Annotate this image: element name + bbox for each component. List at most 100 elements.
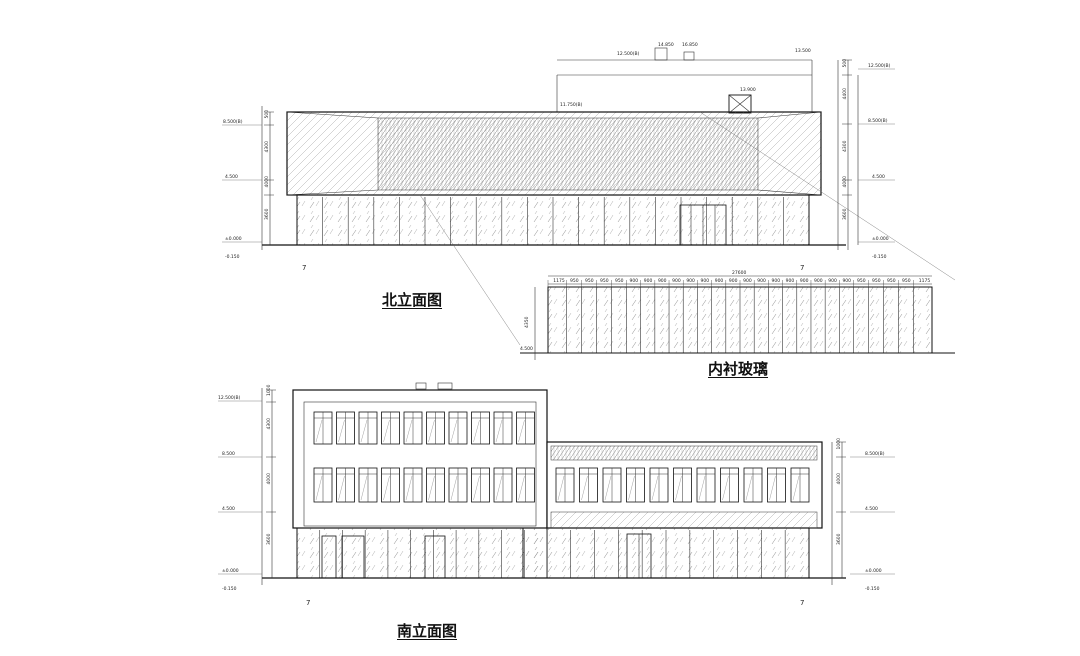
south-level-right-2: 4.500: [865, 506, 878, 512]
dimension-label: 4300: [842, 140, 848, 152]
window-hatch: [769, 475, 776, 501]
north-axis-mark-right: 7: [800, 264, 804, 272]
glass-segment-dim: 950: [857, 278, 866, 284]
south-level-left-5: -0.150: [222, 586, 237, 592]
window-hatch: [405, 475, 413, 501]
north-level-left-3: ±0.000: [225, 236, 242, 242]
glass-segment-dim: 900: [771, 278, 780, 284]
glass-segment-dim: 900: [686, 278, 695, 284]
window-hatch: [745, 475, 753, 501]
south-level-left-4: ±0.000: [222, 568, 239, 574]
glass-segment-dim: 900: [786, 278, 795, 284]
window-hatch: [651, 475, 659, 501]
dimension-label: 500: [264, 110, 270, 119]
window-hatch: [338, 475, 345, 501]
north-axis-mark-left: 7: [302, 264, 306, 272]
window-hatch: [473, 475, 480, 501]
window-hatch: [557, 475, 565, 501]
north-level-right-3: 4.500: [872, 174, 885, 180]
window-hatch: [428, 419, 435, 443]
north-top-label-4: 13.500: [795, 48, 811, 54]
north-level-right-4: ±0.000: [872, 236, 889, 242]
dimension-label: 3600: [264, 208, 270, 220]
glass-segment-dim: 950: [902, 278, 911, 284]
window-hatch: [315, 475, 323, 501]
window-hatch: [428, 475, 435, 501]
window-hatch: [604, 475, 612, 501]
south-glass-left: [296, 527, 548, 579]
north-level-right-5: -0.150: [872, 254, 887, 260]
glass-segment-dim: 950: [615, 278, 624, 284]
dimension-label: 1000: [836, 438, 842, 450]
window-hatch: [581, 475, 588, 501]
glass-segment-dim: 900: [828, 278, 837, 284]
window-hatch: [338, 419, 345, 443]
dimension-label: 3600: [836, 533, 842, 545]
glass-segment-dim: 1175: [919, 278, 931, 284]
glass-segment-dim: 900: [814, 278, 823, 284]
window-hatch: [495, 419, 503, 443]
south-level-left-2: 8.500: [222, 451, 235, 457]
north-top-label-5: 13.900: [740, 87, 756, 93]
window-hatch: [628, 475, 635, 501]
dimension-label: 4000: [264, 176, 270, 188]
north-level-left-4: -0.150: [225, 254, 240, 260]
north-top-label-3: 12.500(B): [617, 51, 640, 57]
south-tall-block: [292, 389, 548, 529]
glass-segment-dim: 950: [872, 278, 881, 284]
window-hatch: [383, 475, 390, 501]
glass-segment-dim: 900: [743, 278, 752, 284]
window-hatch: [792, 475, 800, 501]
glass-segment-dim: 900: [701, 278, 710, 284]
north-top-label-6: 11.750(B): [560, 102, 583, 108]
window-hatch: [315, 419, 323, 443]
glass-detail-title: 内衬玻璃: [708, 360, 769, 378]
south-level-left-1: 12.500(B): [218, 395, 241, 401]
glass-level: 4.500: [520, 346, 533, 352]
south-level-right-1: 8.500(B): [865, 451, 885, 457]
glass-segment-dim: 900: [715, 278, 724, 284]
window-hatch: [675, 475, 682, 501]
window-hatch: [450, 419, 458, 443]
dimension-label: 4000: [836, 473, 842, 485]
south-axis-mark-left: 7: [306, 599, 310, 607]
glass-segment-dim: 950: [887, 278, 896, 284]
glass-segment-dim: 950: [600, 278, 609, 284]
glass-segment-dim: 950: [585, 278, 594, 284]
south-level-right-3: ±0.000: [865, 568, 882, 574]
glass-segment-dim: 1175: [553, 278, 565, 284]
north-level-left-1: 8.500(B): [223, 119, 243, 125]
dimension-label: 4300: [266, 418, 272, 430]
window-hatch: [450, 475, 458, 501]
window-hatch: [383, 419, 390, 443]
window-hatch: [473, 419, 480, 443]
glass-segment-dim: 900: [729, 278, 738, 284]
north-top-label-1: 14.850: [658, 42, 674, 48]
north-level-right-2: 8.500(B): [868, 118, 888, 124]
dimension-label: 3600: [842, 208, 848, 220]
window-hatch: [698, 475, 706, 501]
south-level-right-4: -0.150: [865, 586, 880, 592]
glass-total-dim: 27600: [732, 270, 746, 276]
glass-segment-dim: 900: [842, 278, 851, 284]
glass-segment-dim: 900: [672, 278, 681, 284]
window-hatch: [405, 419, 413, 443]
dimension-label: 4000: [842, 176, 848, 188]
south-level-left-3: 4.500: [222, 506, 235, 512]
north-top-label-2: 16.850: [682, 42, 698, 48]
glass-segment-dim: 900: [757, 278, 766, 284]
window-hatch: [722, 475, 729, 501]
north-level-right-1: 12.500(B): [868, 63, 891, 69]
glass-height-dim: 4350: [524, 316, 530, 328]
window-hatch: [360, 475, 368, 501]
window-hatch: [360, 419, 368, 443]
glass-segment-dim: 900: [800, 278, 809, 284]
dimension-label: 4400: [842, 88, 848, 100]
glass-segment-dim: 950: [570, 278, 579, 284]
window-hatch: [518, 475, 525, 501]
south-elevation-title: 南立面图: [397, 622, 458, 640]
glass-detail-elevation: 1175 950 950 950 950 900 900 900 900 900 900 900 900…: [520, 270, 955, 360]
window-hatch: [495, 475, 503, 501]
